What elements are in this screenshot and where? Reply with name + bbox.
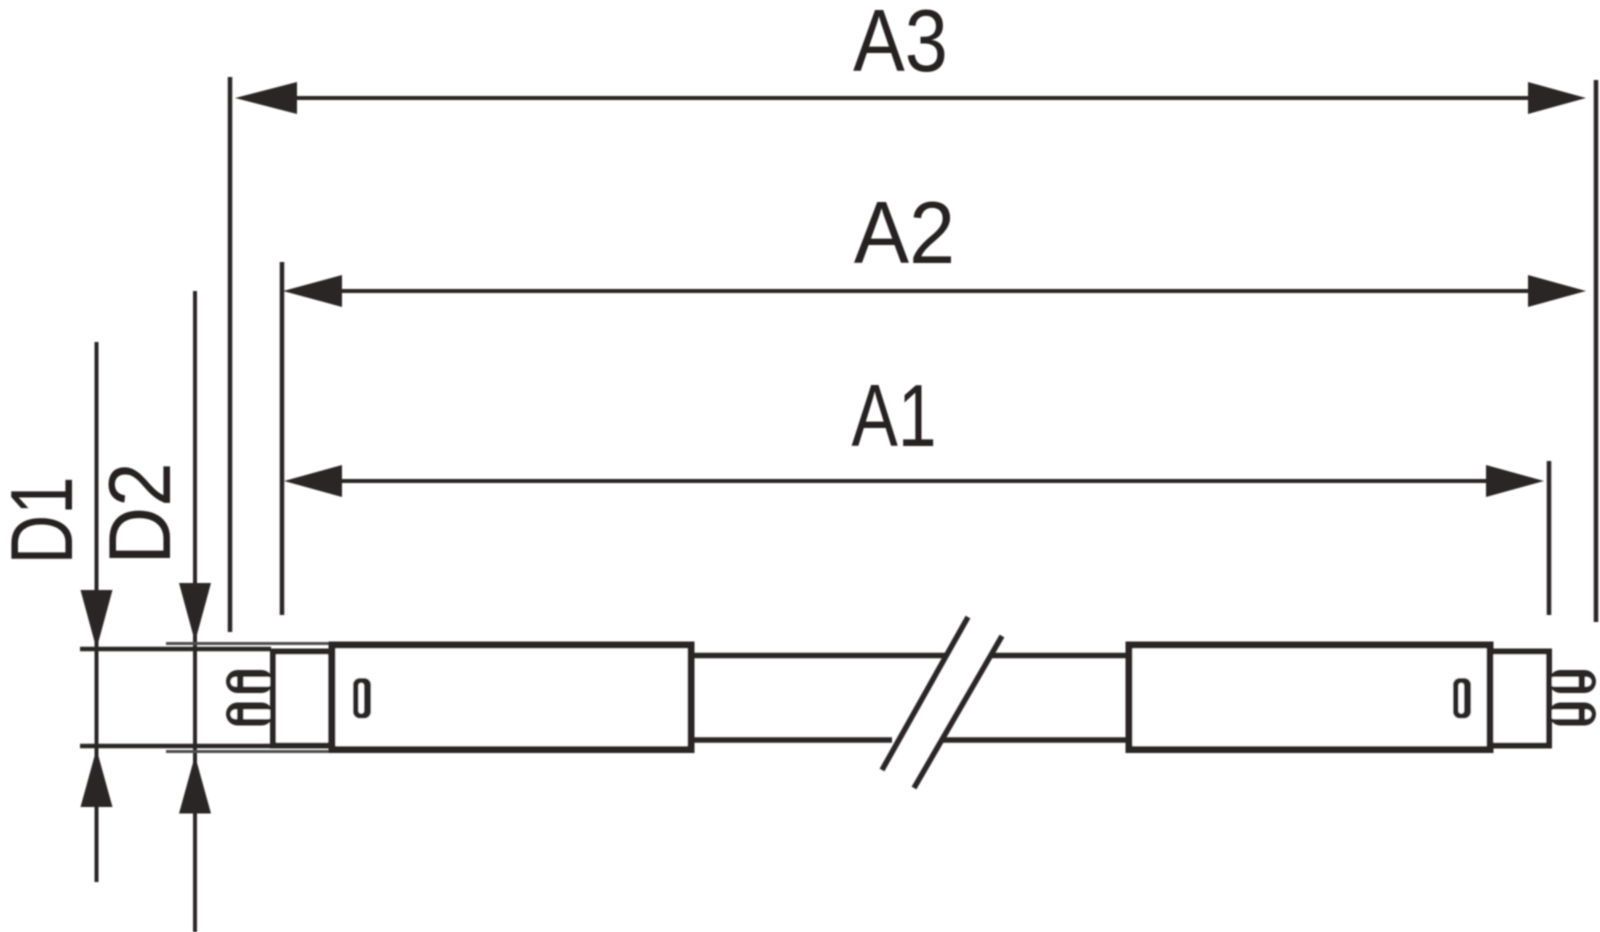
svg-text:A2: A2 — [854, 185, 955, 283]
svg-text:D1: D1 — [0, 477, 91, 565]
svg-text:A3: A3 — [853, 0, 948, 90]
svg-text:D2: D2 — [91, 462, 189, 564]
svg-text:A1: A1 — [851, 366, 936, 465]
